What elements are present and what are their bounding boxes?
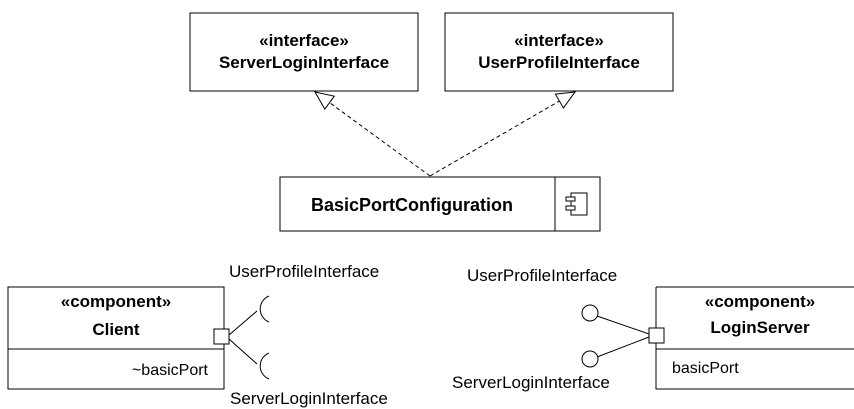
- component-name: Client: [92, 320, 140, 339]
- interface-name: UserProfileInterface: [478, 53, 640, 72]
- required-interface-socket: [259, 295, 270, 323]
- client-required-label-top: UserProfileInterface: [229, 262, 379, 281]
- client-required-connector-top: [228, 310, 258, 336]
- required-interface-socket: [259, 352, 270, 380]
- login-server-provided-connector-top: [596, 315, 650, 335]
- component-stereotype: «component»: [705, 292, 816, 311]
- realization-arrow-user-profile: [429, 91, 577, 177]
- port-label: basicPort: [672, 360, 739, 377]
- client-component: «component» Client ~basicPort: [7, 286, 225, 390]
- provided-interface-lollipop: [581, 304, 599, 322]
- login-server-port: [648, 327, 665, 344]
- login-server-component: «component» LoginServer basicPort: [655, 286, 854, 390]
- client-required-connector-bottom: [228, 338, 258, 365]
- basic-port-configuration: BasicPortConfiguration: [279, 176, 601, 232]
- login-server-provided-label-top: UserProfileInterface: [467, 266, 617, 285]
- client-required-label-bottom: ServerLoginInterface: [230, 389, 388, 408]
- login-server-provided-label-bottom: ServerLoginInterface: [452, 373, 610, 392]
- interface-stereotype: «interface»: [259, 31, 349, 50]
- interface-stereotype: «interface»: [514, 31, 604, 50]
- component-stereotype: «component»: [61, 292, 172, 311]
- interface-user-profile: «interface» UserProfileInterface: [444, 12, 674, 92]
- interface-server-login: «interface» ServerLoginInterface: [189, 12, 419, 92]
- provided-interface-lollipop: [581, 350, 599, 368]
- configuration-name: BasicPortConfiguration: [311, 195, 513, 215]
- realization-arrow-server-login: [314, 91, 431, 177]
- port-label: ~basicPort: [132, 362, 209, 379]
- component-name: LoginServer: [710, 318, 810, 337]
- component-icon: [565, 192, 588, 216]
- login-server-provided-connector-bottom: [596, 336, 650, 358]
- client-port: [213, 328, 230, 345]
- interface-name: ServerLoginInterface: [219, 53, 389, 72]
